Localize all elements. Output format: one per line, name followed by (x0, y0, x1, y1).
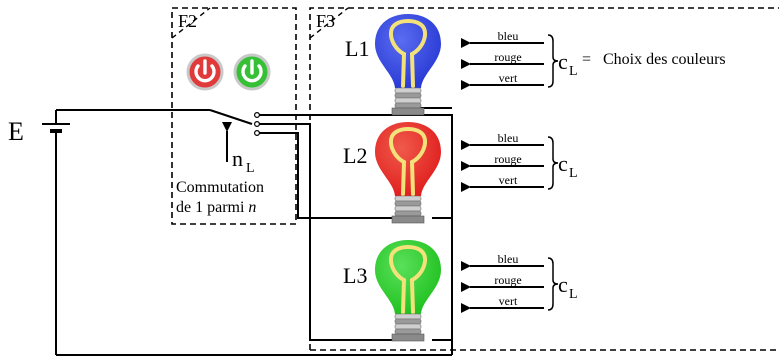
lamp-l3: L3 (343, 240, 441, 342)
control-symbol: c (558, 49, 568, 74)
switch-caption-line1: Commutation (176, 179, 264, 196)
lamp-base (391, 313, 425, 342)
brace (547, 34, 559, 88)
bulb-glass (375, 14, 441, 88)
lamp-base (391, 87, 425, 116)
battery-symbol: E (8, 110, 70, 355)
wires (56, 107, 453, 356)
input-label-green: vert (499, 71, 518, 85)
input-label-red: rouge (494, 50, 521, 64)
control-symbol: c (558, 151, 568, 176)
control-sub: L (569, 166, 578, 181)
red-power-button[interactable] (186, 53, 224, 91)
lamp-label-l1: L1 (345, 36, 369, 61)
brace (547, 136, 559, 190)
control-equals: = (582, 51, 591, 68)
control-sub: L (569, 64, 578, 79)
input-label-red: rouge (494, 273, 521, 287)
lamp-base (391, 195, 425, 224)
lamp-l1: L1 (345, 14, 441, 116)
lamp-label-l2: L2 (343, 143, 367, 168)
control-sub: L (569, 287, 578, 302)
bulb-glass (375, 122, 441, 196)
green-power-button[interactable] (233, 53, 271, 91)
filament (388, 127, 428, 196)
frame-f3-label: F3 (316, 11, 335, 31)
power-icon (241, 59, 263, 83)
input-label-green: vert (499, 173, 518, 187)
control-legend: Choix des couleurs (603, 51, 726, 68)
input-label-red: rouge (494, 152, 521, 166)
power-icon (194, 59, 216, 83)
switch-caption-line2: de 1 parmi n (176, 199, 256, 216)
frame-f2-label: F2 (178, 11, 197, 31)
input-label-green: vert (499, 294, 518, 308)
lamp-l2: L2 (343, 122, 441, 224)
brace (547, 257, 559, 311)
switch-caption-var: n (248, 199, 256, 216)
filament (388, 19, 428, 88)
source-label: E (8, 117, 24, 146)
lamp-label-l3: L3 (343, 263, 367, 288)
filament (388, 245, 428, 314)
bulb-glass (375, 240, 441, 314)
switch-input-label: n (232, 146, 243, 171)
input-label-blue: bleu (498, 131, 519, 145)
input-label-blue: bleu (498, 252, 519, 266)
switch-input-sub: L (246, 161, 255, 176)
switch-caption-prefix: de 1 parmi (176, 199, 248, 216)
switch-terminals (254, 111, 261, 137)
switch-control: n L Commutation de 1 parmi n (176, 122, 264, 216)
control-symbol: c (558, 272, 568, 297)
input-label-blue: bleu (498, 29, 519, 43)
